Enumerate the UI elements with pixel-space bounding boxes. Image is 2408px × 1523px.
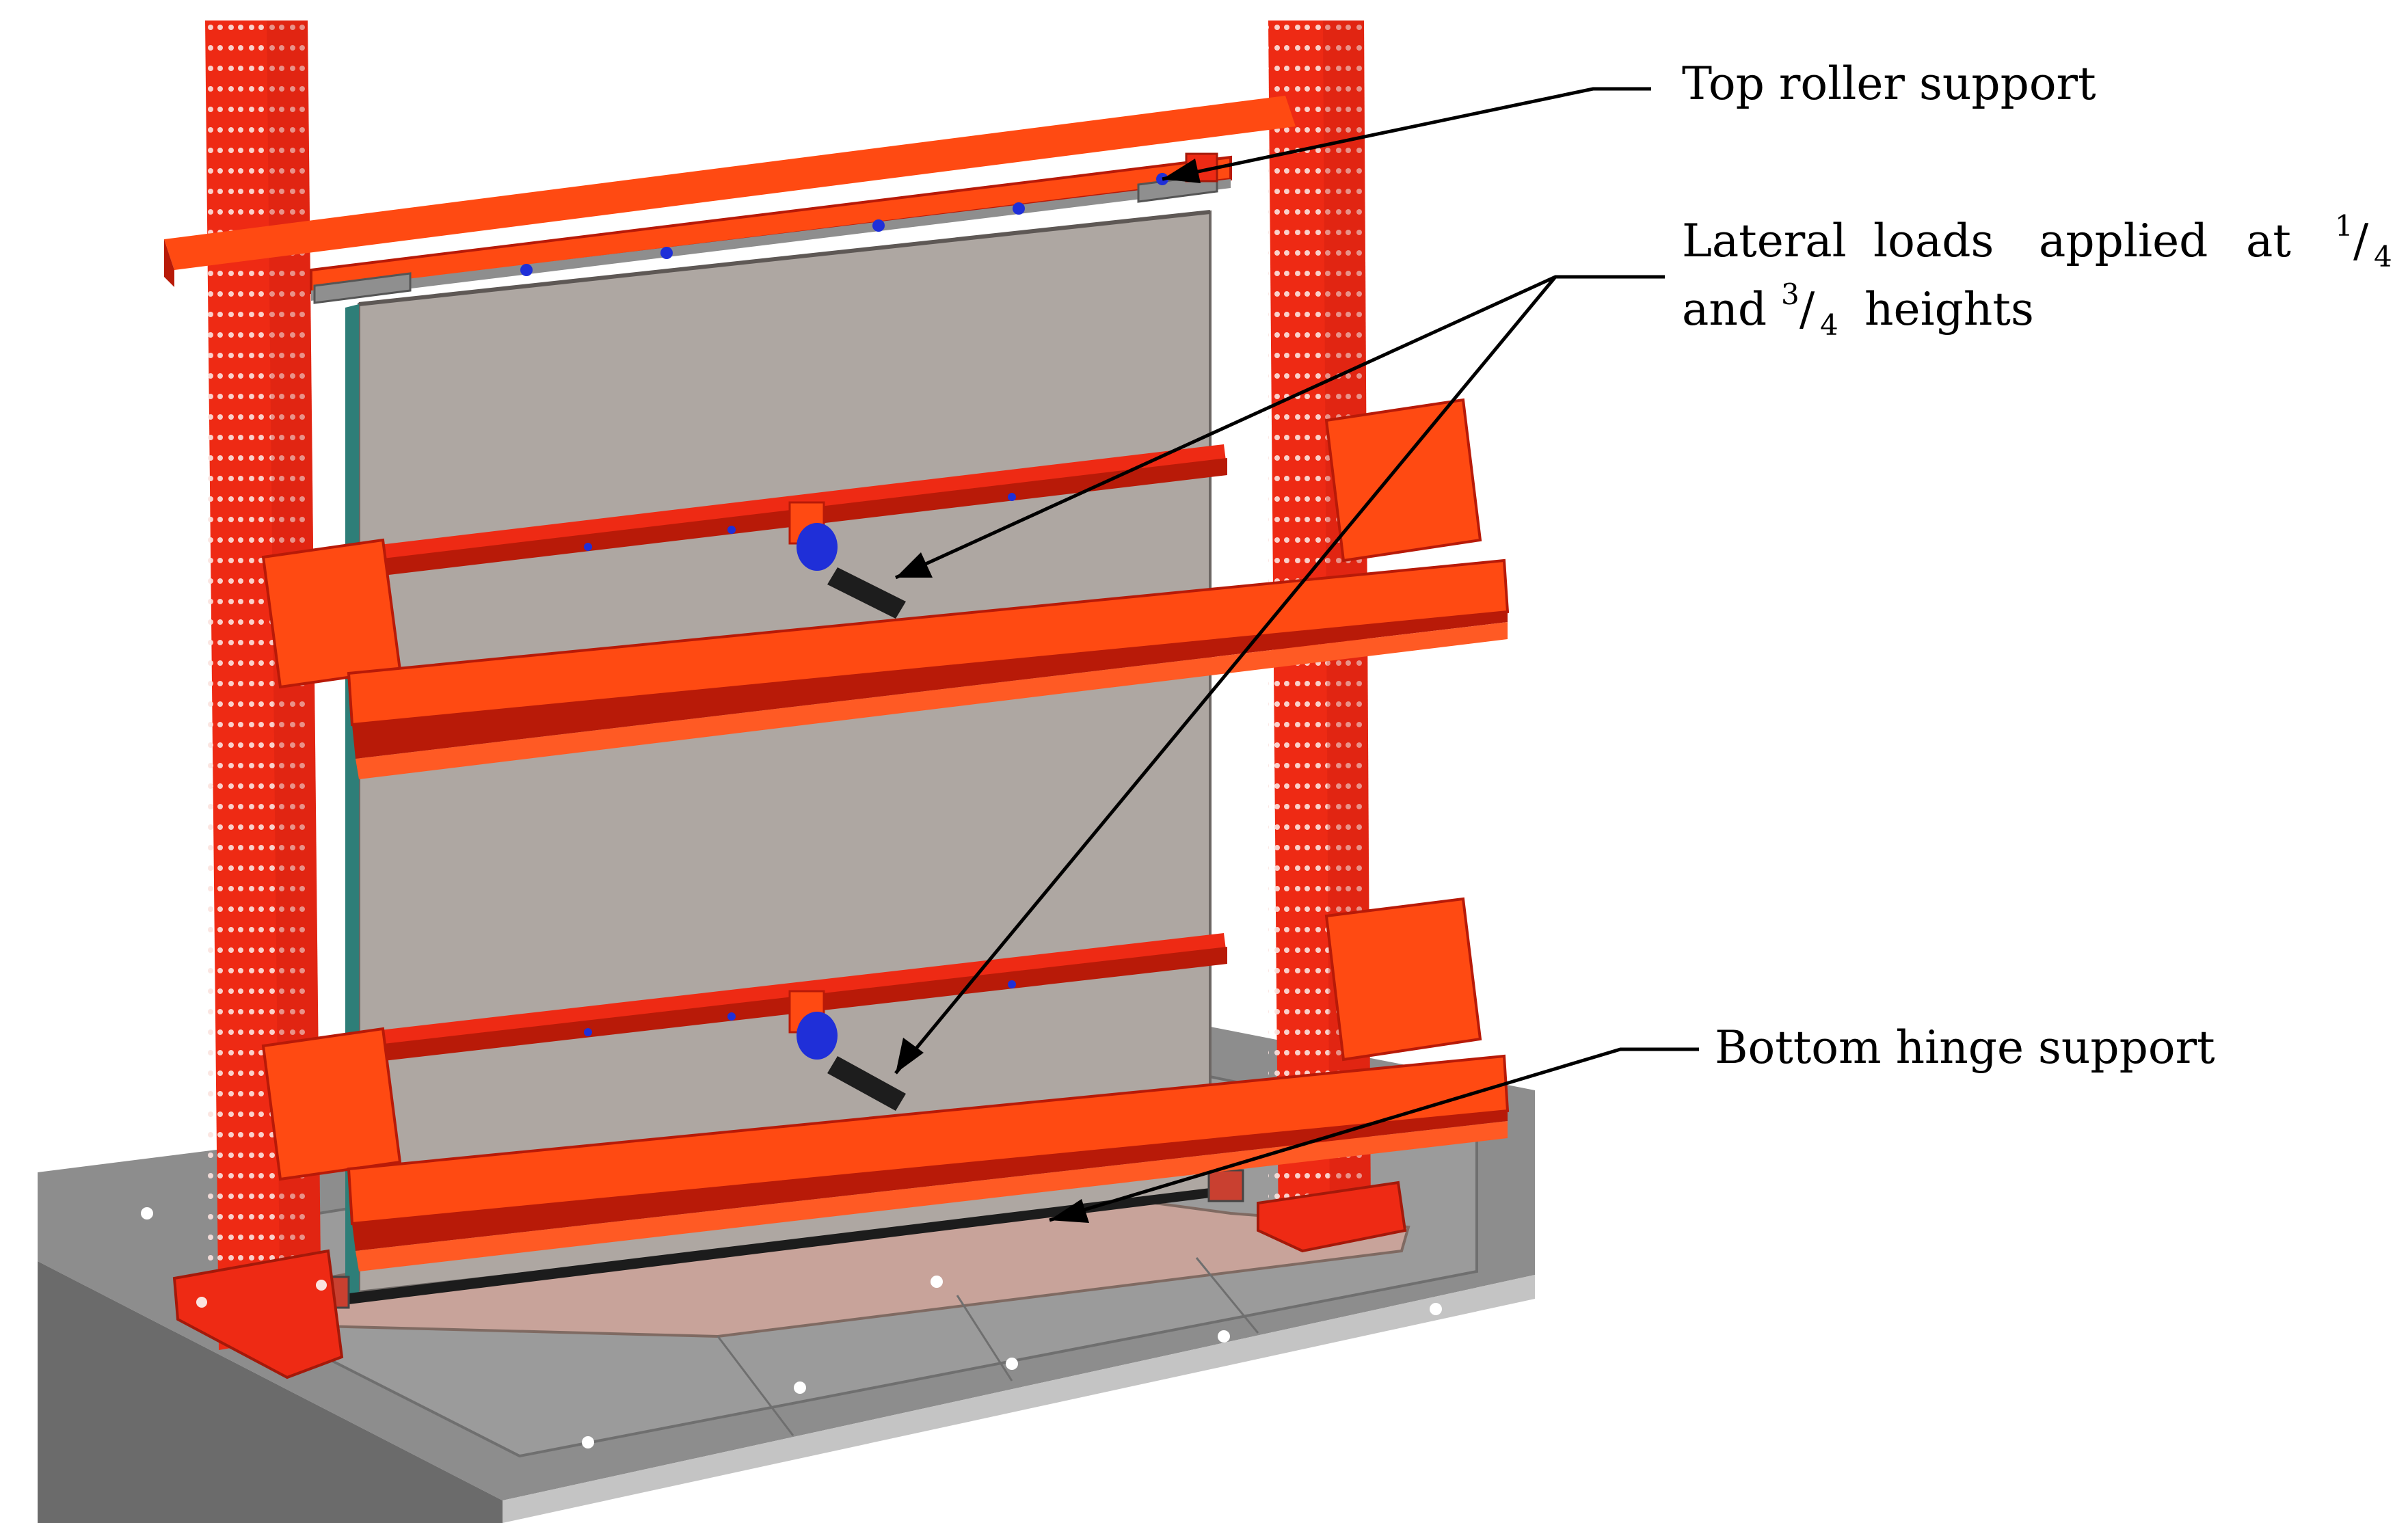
bottom-hinge-leader [1049,1047,1699,1222]
lateral-word-1: Lateral [1682,215,1847,267]
fraction-1-slash: / [2353,215,2369,267]
lateral-word-2: loads [1873,215,1994,267]
lateral-word-3: applied [2039,215,2208,267]
arrowhead-icon [896,1038,924,1073]
fraction-1-denominator: 4 [2374,240,2392,273]
top-roller-leader [1162,87,1651,181]
lateral-word-heights: heights [1864,283,2034,336]
fraction-2-denominator: 4 [1820,308,1838,342]
lower-reaction-beam [261,897,1510,1271]
fraction-2-numerator: 3 [1781,278,1800,311]
top-roller-label: Top roller support [1682,57,2096,110]
lateral-word-and: and [1682,283,1767,336]
upper-reaction-beam [261,398,1510,779]
callout-arrowheads [896,159,1201,1223]
bottom-hinge-label: Bottom hinge support [1715,1021,2215,1074]
lateral-word-4: at [2246,215,2291,267]
arrowhead-icon [1049,1199,1089,1223]
lateral-loads-label: Lateral loads applied at 1 / 4 and 3 / 4… [1682,209,2392,342]
actuator-icon [797,523,906,619]
lateral-loads-leader-lower [894,275,1557,1075]
top-beam [164,96,1296,301]
arrowhead-icon [896,552,933,578]
arrowhead-icon [1162,159,1201,183]
fraction-2-slash: / [1800,283,1815,336]
callout-leaders [894,87,1699,1222]
actuator-icon [797,1012,906,1111]
fraction-1-numerator: 1 [2335,209,2353,243]
